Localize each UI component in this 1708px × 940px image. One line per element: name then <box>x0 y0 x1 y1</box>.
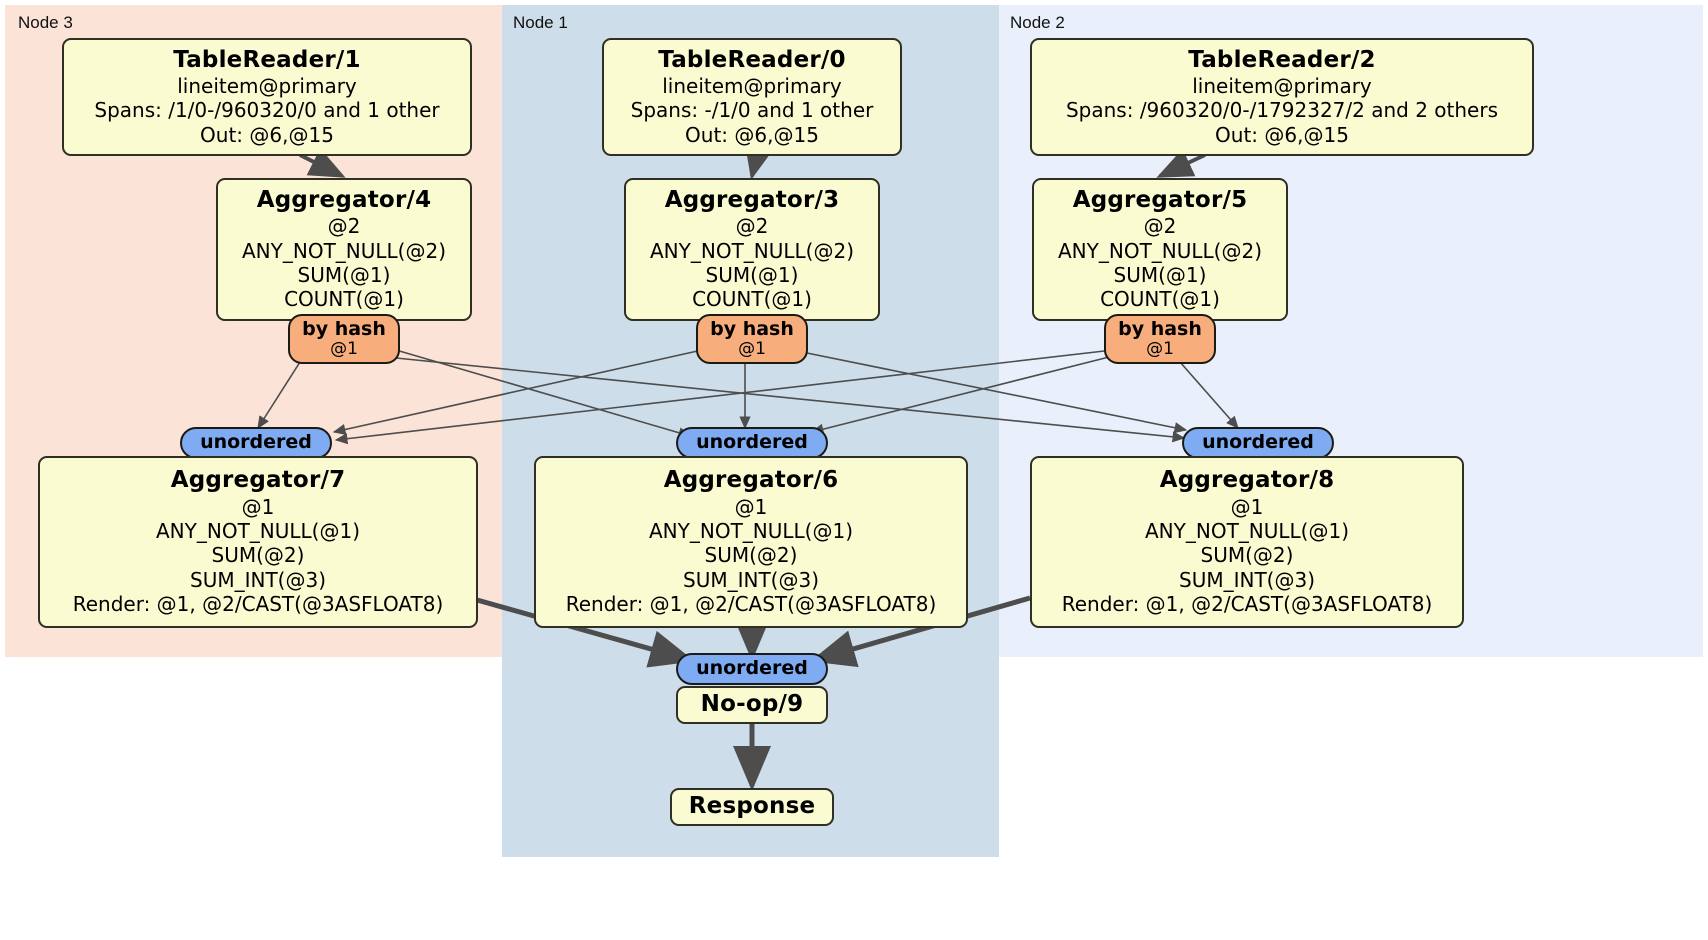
router-by-hash-left[interactable]: by hash @1 <box>288 314 400 364</box>
processor-aggregator-5[interactable]: Aggregator/5 @2 ANY_NOT_NULL(@2) SUM(@1)… <box>1032 178 1288 321</box>
processor-line: Out: @6,@15 <box>1215 122 1349 147</box>
node-label-node1: Node 1 <box>513 13 568 32</box>
processor-aggregator-6[interactable]: Aggregator/6 @1 ANY_NOT_NULL(@1) SUM(@2)… <box>534 456 968 628</box>
processor-line: SUM(@1) <box>297 263 391 288</box>
processor-line: SUM_INT(@3) <box>1179 567 1315 592</box>
processor-aggregator-3[interactable]: Aggregator/3 @2 ANY_NOT_NULL(@2) SUM(@1)… <box>624 178 880 321</box>
processor-title: TableReader/0 <box>658 46 846 73</box>
processor-line: Render: @1, @2/CAST(@3ASFLOAT8) <box>565 592 937 617</box>
router-key: @1 <box>1146 338 1174 359</box>
node-label-node3: Node 3 <box>18 13 73 32</box>
processor-line: ANY_NOT_NULL(@1) <box>649 518 853 543</box>
processor-line: ANY_NOT_NULL(@1) <box>156 518 360 543</box>
processor-tablereader-1[interactable]: TableReader/1 lineitem@primary Spans: /1… <box>62 38 472 156</box>
processor-title: Aggregator/3 <box>664 187 840 214</box>
synchronizer-unordered-final[interactable]: unordered <box>676 653 828 685</box>
processor-title: Aggregator/8 <box>1159 467 1335 494</box>
processor-line: Render: @1, @2/CAST(@3ASFLOAT8) <box>1061 592 1433 617</box>
processor-line: ANY_NOT_NULL(@1) <box>1145 518 1349 543</box>
processor-line: Spans: -/1/0 and 1 other <box>630 98 874 123</box>
processor-line: @2 <box>735 214 769 239</box>
node-label-node2: Node 2 <box>1010 13 1065 32</box>
synchronizer-unordered-center[interactable]: unordered <box>676 427 828 459</box>
processor-tablereader-0[interactable]: TableReader/0 lineitem@primary Spans: -/… <box>602 38 902 156</box>
synchronizer-label: unordered <box>696 657 808 680</box>
processor-line: Spans: /960320/0-/1792327/2 and 2 others <box>1065 98 1498 123</box>
processor-response[interactable]: Response <box>670 788 834 826</box>
processor-aggregator-8[interactable]: Aggregator/8 @1 ANY_NOT_NULL(@1) SUM(@2)… <box>1030 456 1464 628</box>
processor-line: Out: @6,@15 <box>200 122 334 147</box>
processor-line: Out: @6,@15 <box>685 122 819 147</box>
processor-tablereader-2[interactable]: TableReader/2 lineitem@primary Spans: /9… <box>1030 38 1534 156</box>
processor-line: SUM(@2) <box>211 543 305 568</box>
router-type: by hash <box>302 317 386 340</box>
synchronizer-label: unordered <box>1202 431 1314 454</box>
processor-line: @1 <box>1230 494 1264 519</box>
synchronizer-unordered-left[interactable]: unordered <box>180 427 332 459</box>
router-by-hash-right[interactable]: by hash @1 <box>1104 314 1216 364</box>
processor-line: lineitem@primary <box>1192 73 1372 98</box>
processor-line: COUNT(@1) <box>692 287 812 312</box>
processor-line: @1 <box>734 494 768 519</box>
processor-title: No-op/9 <box>700 691 804 718</box>
processor-line: SUM(@2) <box>704 543 798 568</box>
processor-line: lineitem@primary <box>662 73 842 98</box>
processor-title: Aggregator/5 <box>1072 187 1248 214</box>
processor-title: Aggregator/4 <box>256 187 432 214</box>
router-by-hash-center[interactable]: by hash @1 <box>696 314 808 364</box>
processor-line: SUM_INT(@3) <box>683 567 819 592</box>
processor-line: ANY_NOT_NULL(@2) <box>242 238 446 263</box>
processor-aggregator-7[interactable]: Aggregator/7 @1 ANY_NOT_NULL(@1) SUM(@2)… <box>38 456 478 628</box>
processor-line: SUM(@1) <box>705 263 799 288</box>
processor-title: Aggregator/7 <box>170 467 346 494</box>
processor-line: @2 <box>1143 214 1177 239</box>
processor-line: SUM(@1) <box>1113 263 1207 288</box>
processor-title: TableReader/1 <box>173 46 361 73</box>
synchronizer-unordered-right[interactable]: unordered <box>1182 427 1334 459</box>
processor-line: COUNT(@1) <box>1100 287 1220 312</box>
router-type: by hash <box>1118 317 1202 340</box>
synchronizer-label: unordered <box>200 431 312 454</box>
processor-line: @1 <box>241 494 275 519</box>
processor-title: Aggregator/6 <box>663 467 839 494</box>
processor-line: COUNT(@1) <box>284 287 404 312</box>
router-key: @1 <box>330 338 358 359</box>
router-key: @1 <box>738 338 766 359</box>
processor-line: SUM(@2) <box>1200 543 1294 568</box>
processor-line: Spans: /1/0-/960320/0 and 1 other <box>94 98 440 123</box>
processor-line: SUM_INT(@3) <box>190 567 326 592</box>
router-type: by hash <box>710 317 794 340</box>
processor-noop-9[interactable]: No-op/9 <box>676 686 828 724</box>
processor-line: ANY_NOT_NULL(@2) <box>1058 238 1262 263</box>
processor-title: Response <box>688 793 816 820</box>
processor-line: @2 <box>327 214 361 239</box>
processor-line: lineitem@primary <box>177 73 357 98</box>
processor-line: Render: @1, @2/CAST(@3ASFLOAT8) <box>72 592 444 617</box>
synchronizer-label: unordered <box>696 431 808 454</box>
processor-title: TableReader/2 <box>1188 46 1376 73</box>
processor-aggregator-4[interactable]: Aggregator/4 @2 ANY_NOT_NULL(@2) SUM(@1)… <box>216 178 472 321</box>
processor-line: ANY_NOT_NULL(@2) <box>650 238 854 263</box>
